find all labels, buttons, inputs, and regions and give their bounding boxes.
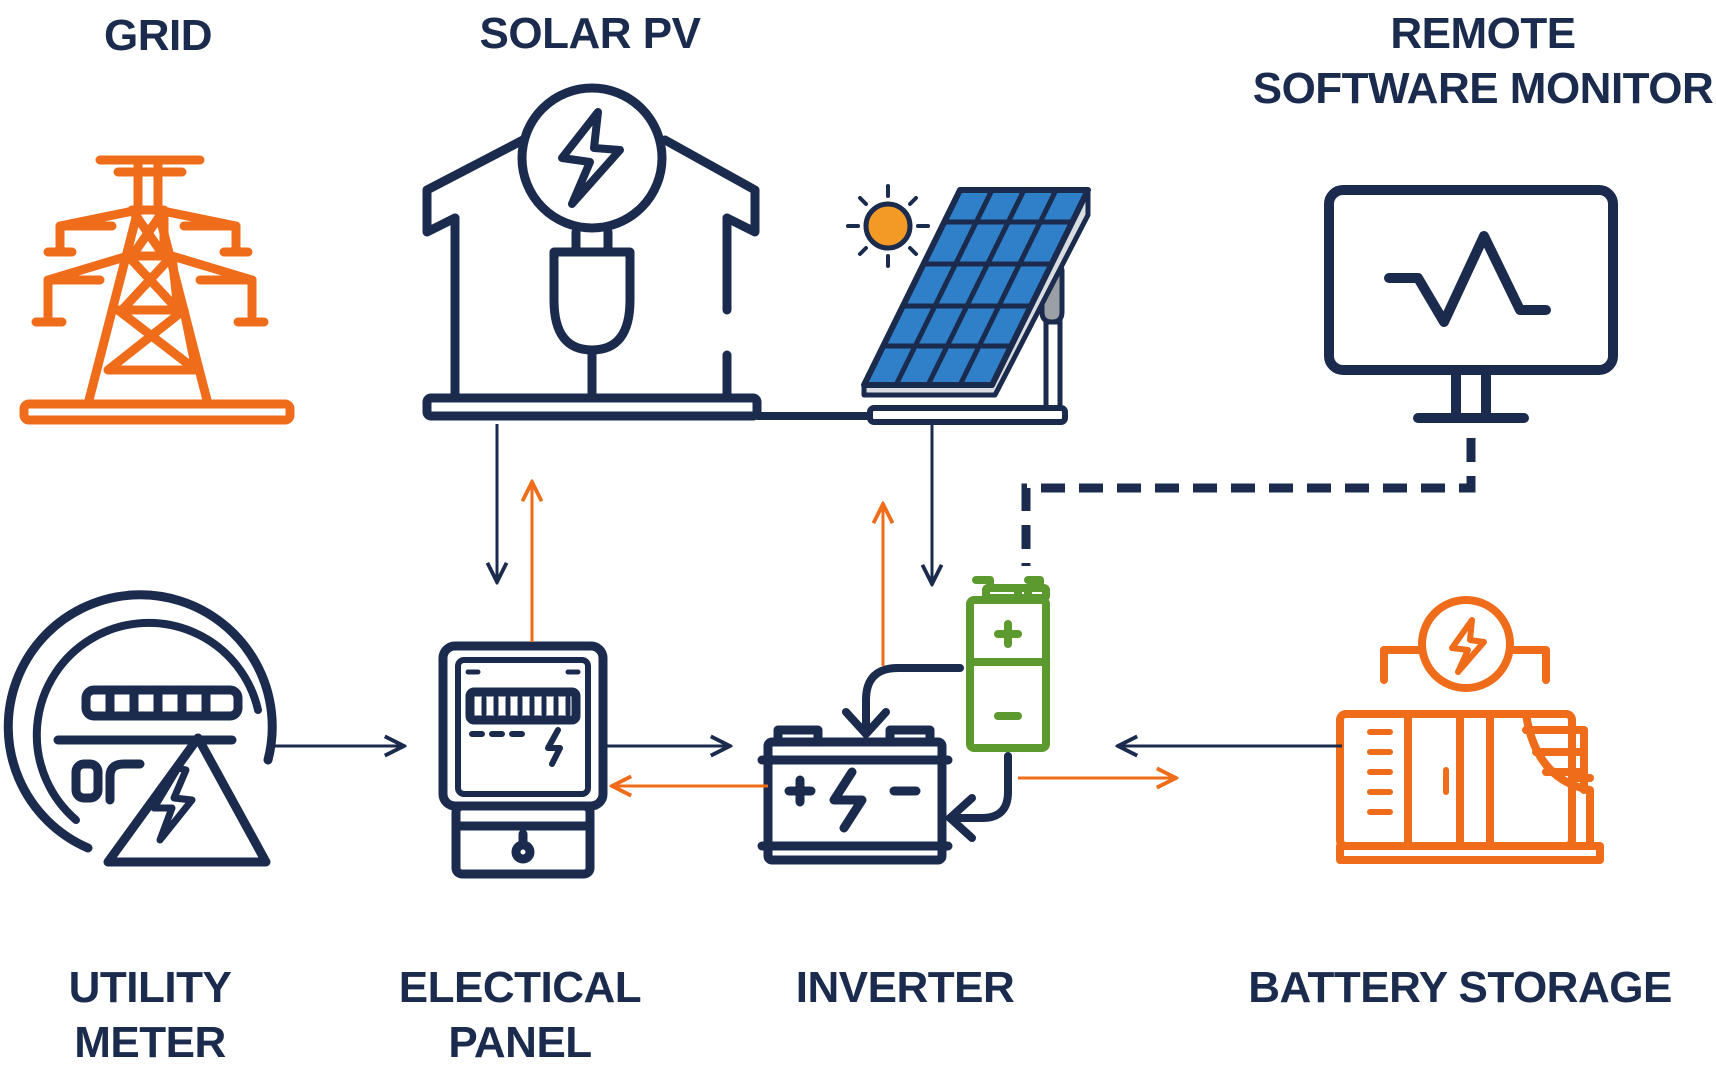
label-remote-line2: SOFTWARE MONITOR — [1252, 64, 1714, 113]
cell-battery-arrows — [842, 664, 1012, 842]
label-remote-monitor: REMOTE SOFTWARE MONITOR — [1250, 6, 1716, 116]
label-meter-line2: METER — [74, 1018, 226, 1067]
battery-storage-icon — [1336, 596, 1604, 864]
electric-meter-icon — [438, 641, 608, 879]
label-grid-text: GRID — [104, 11, 213, 60]
house-power-icon — [422, 83, 762, 421]
label-meter-line1: UTILITY — [68, 963, 232, 1012]
monitor-data-link — [1021, 438, 1476, 566]
label-electrical-panel: ELECTICAL PANEL — [390, 960, 650, 1070]
solar-panel-icon — [846, 184, 1091, 425]
battery-cell-icon — [966, 576, 1050, 752]
label-solar-pv-text: SOLAR PV — [479, 9, 701, 58]
flow-arrows — [272, 424, 1342, 786]
label-battery-storage: BATTERY STORAGE — [1240, 960, 1680, 1015]
label-grid: GRID — [58, 8, 258, 63]
label-inverter-text: INVERTER — [795, 963, 1015, 1012]
car-battery-icon — [757, 725, 953, 865]
monitor-pulse-icon — [1324, 185, 1618, 423]
label-inverter: INVERTER — [780, 960, 1030, 1015]
label-panel-line1: ELECTICAL — [398, 963, 642, 1012]
sun-icon — [846, 184, 930, 268]
label-remote-line1: REMOTE — [1390, 9, 1576, 58]
transmission-tower-icon — [19, 155, 295, 425]
label-solar-pv: SOLAR PV — [440, 6, 740, 61]
label-panel-line2: PANEL — [448, 1018, 592, 1067]
utility-meter-icon — [3, 590, 277, 867]
label-utility-meter: UTILITY METER — [30, 960, 270, 1070]
label-storage-text: BATTERY STORAGE — [1248, 963, 1672, 1012]
